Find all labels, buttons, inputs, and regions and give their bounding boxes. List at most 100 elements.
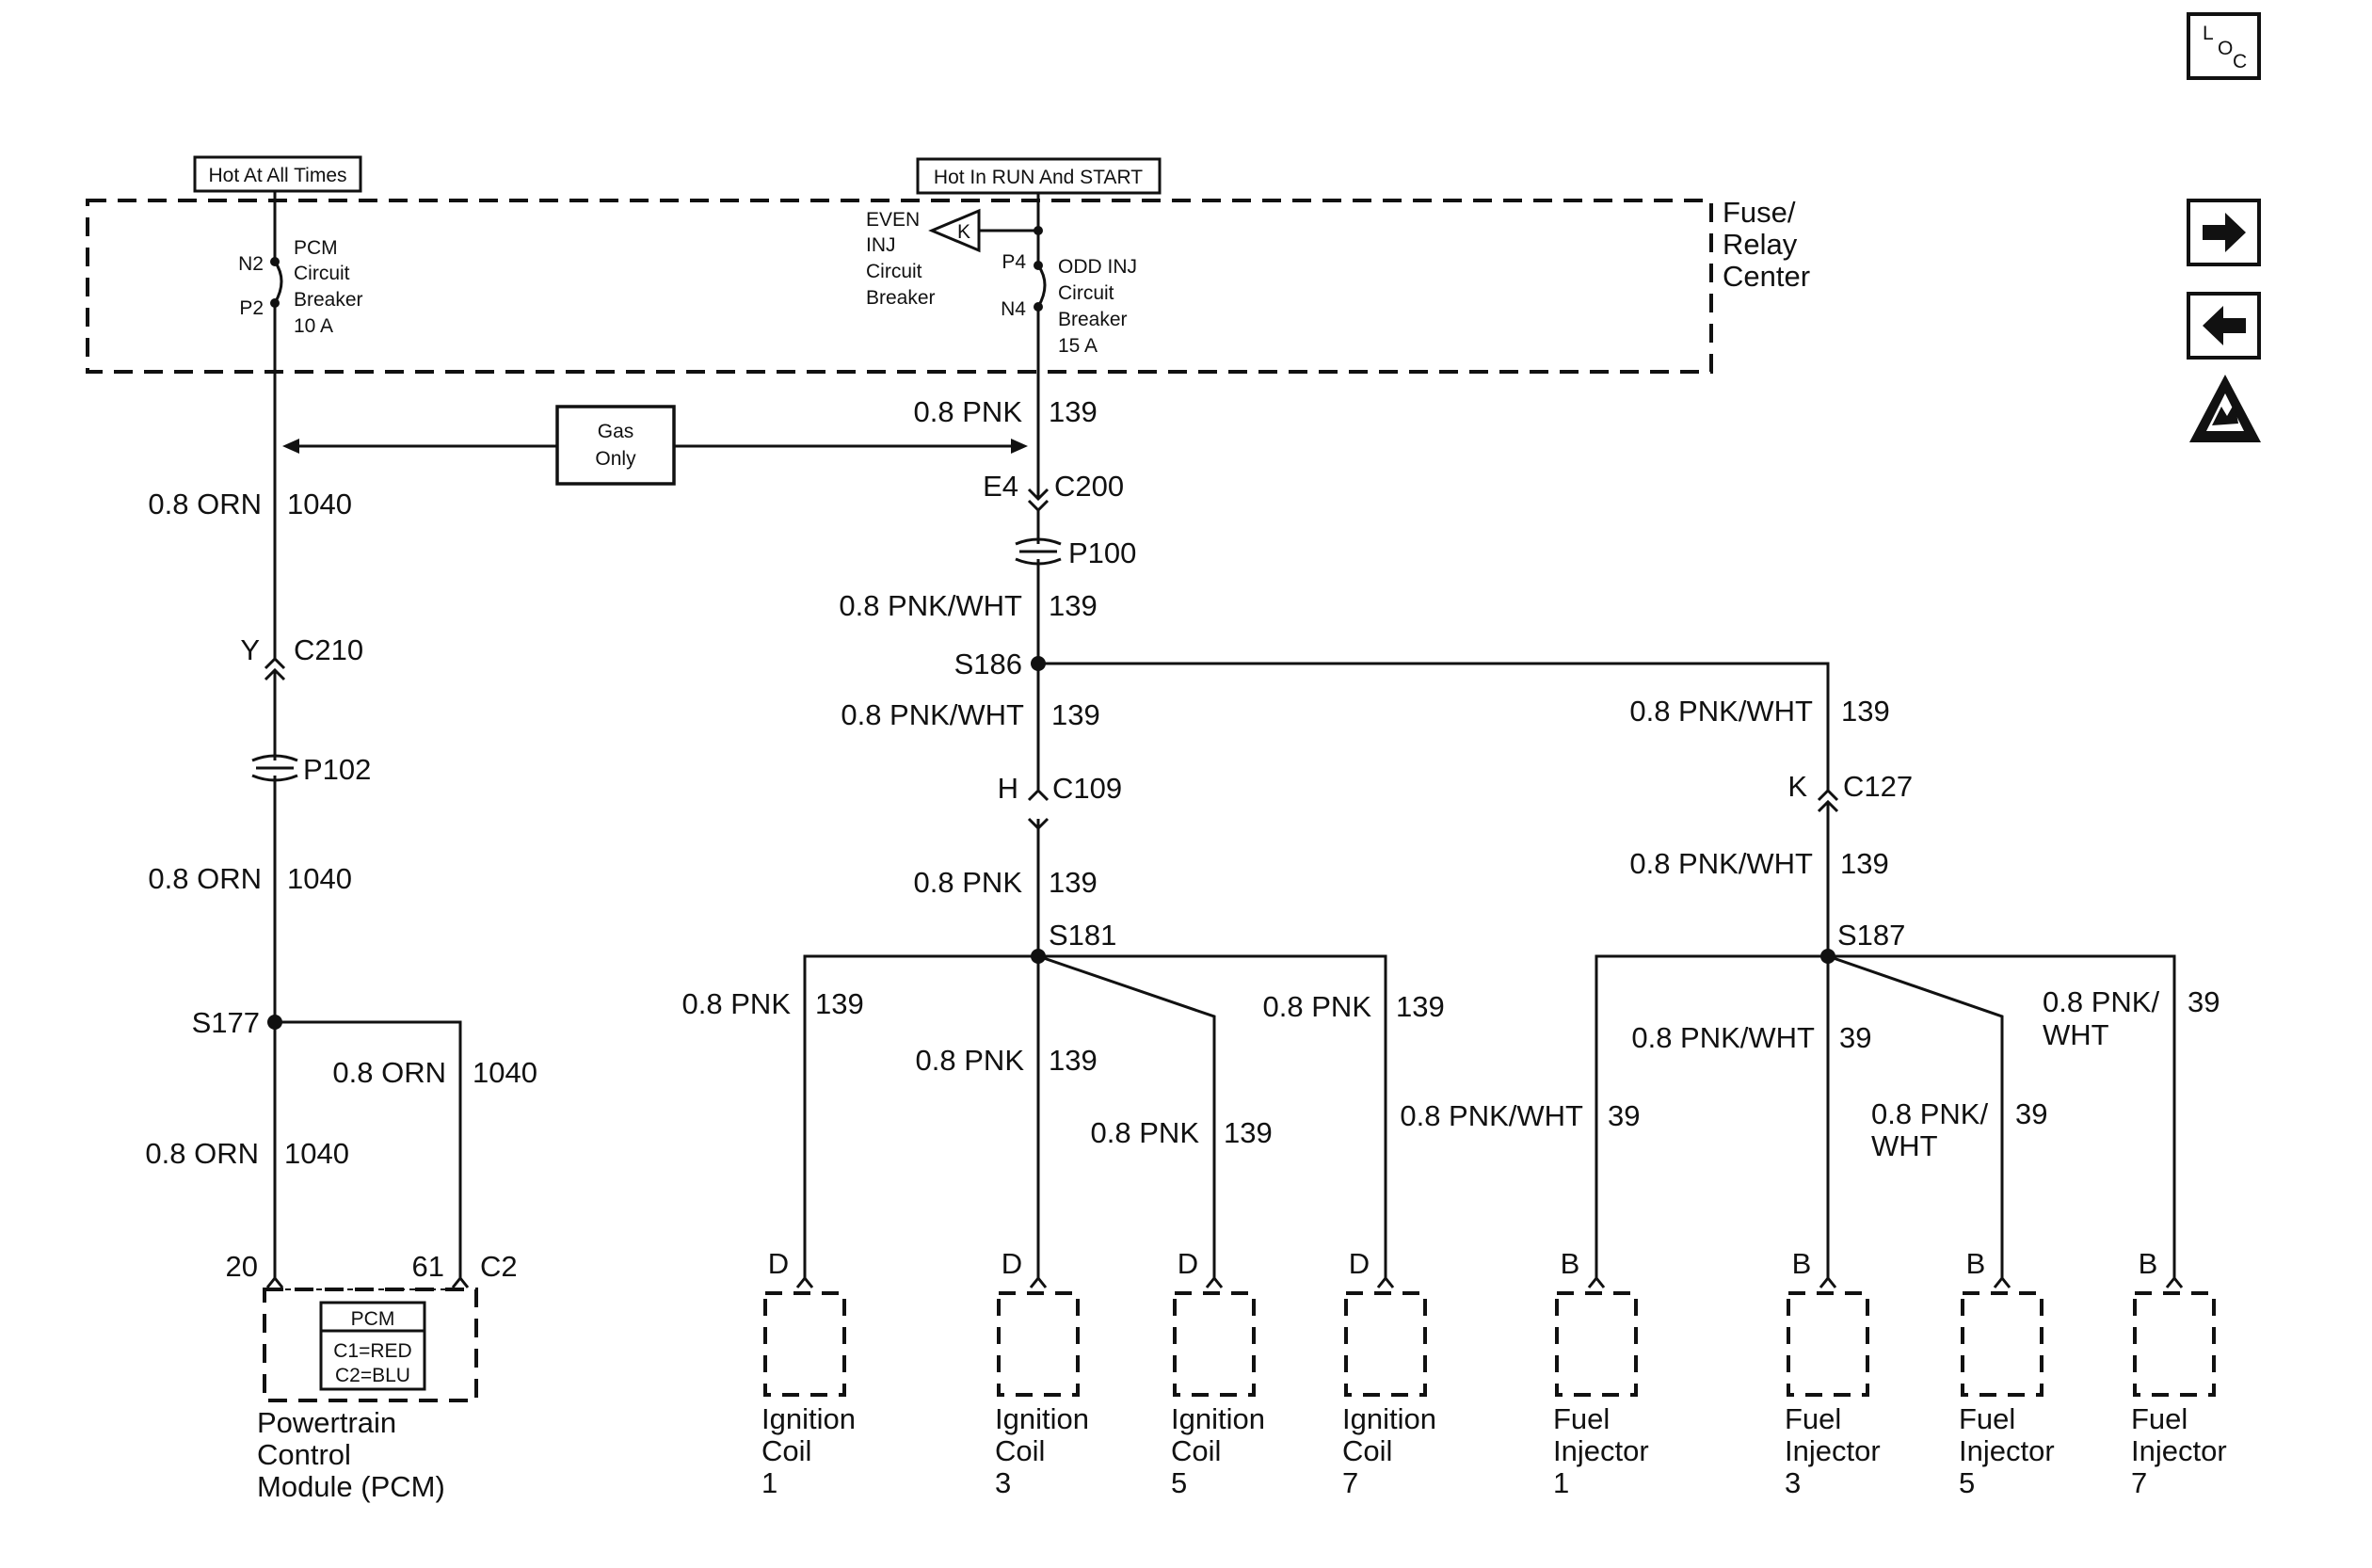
center-wire3-circuit: 139 (1051, 698, 1100, 731)
pcm-pin-61: 61 (412, 1250, 444, 1283)
ignition-coil-7-name-2: Coil (1342, 1434, 1392, 1467)
fuel-injector-1-name-3: 1 (1553, 1466, 1569, 1499)
fuel-injector-1-connector-symbol (1587, 1275, 1606, 1288)
fuel-injector-5-name-3: 5 (1959, 1466, 1975, 1499)
center-wire2-circuit: 139 (1049, 589, 1098, 622)
left-wire3-spec: 0.8 ORN (332, 1056, 446, 1089)
center-wire4-spec: 0.8 PNK (914, 866, 1023, 899)
gas-only-line-2: Only (595, 448, 636, 470)
c210-label: C210 (294, 633, 363, 666)
c109-pin: H (998, 772, 1018, 805)
ignition-coil-5-name-2: Coil (1171, 1434, 1221, 1467)
ignition-coil-1-name-3: 1 (761, 1466, 777, 1499)
fuel-injector-7-name-3: 7 (2131, 1466, 2147, 1499)
inj7-wire-spec-1: 0.8 PNK/ (2043, 985, 2159, 1018)
pcm-box-c2: C2=BLU (335, 1365, 410, 1386)
s177-label: S177 (192, 1006, 260, 1039)
center-wire1-circuit: 139 (1049, 395, 1098, 428)
gas-only-line-1: Gas (598, 421, 634, 442)
inj7-wire-spec-2: WHT (2043, 1018, 2109, 1051)
fuel-injector-1-pin: B (1561, 1247, 1580, 1280)
loc-icon-l: L (2203, 23, 2214, 44)
c109-label: C109 (1052, 772, 1122, 805)
odd-inj-line-4: 15 A (1058, 335, 1098, 357)
fuel-injector-3-connector-symbol (1819, 1275, 1837, 1288)
pcm-circuit-breaker-symbol (273, 261, 283, 304)
ignition-coil-5-name-1: Ignition (1171, 1402, 1265, 1435)
left-arrow-icon[interactable] (2187, 292, 2261, 360)
coil1-wire-spec: 0.8 PNK (682, 987, 792, 1020)
pin-n4: N4 (1001, 298, 1026, 320)
ignition-coil-1-box (763, 1291, 846, 1397)
ignition-coil-3-pin: D (1002, 1247, 1022, 1280)
inj7-circuit: 39 (2188, 985, 2220, 1018)
hot-in-run-start-text: Hot In RUN And START (934, 167, 1143, 188)
ignition-coil-7-connector-symbol (1376, 1275, 1395, 1288)
c200-label: C200 (1054, 470, 1124, 503)
left-wire2-spec: 0.8 ORN (148, 862, 262, 895)
fuel-injector-1-box (1555, 1291, 1638, 1397)
pcm-name-line-3: Module (PCM) (257, 1470, 445, 1503)
pcm-box-c1: C1=RED (333, 1340, 411, 1362)
fuse-relay-center-box (86, 199, 1713, 374)
ignition-coil-5-connector-symbol (1205, 1275, 1224, 1288)
ignition-coil-5-box (1173, 1291, 1256, 1397)
fuel-injector-7-pin: B (2139, 1247, 2158, 1280)
odd-inj-line-1: ODD INJ (1058, 256, 1137, 278)
left-wire3-circuit: 1040 (473, 1056, 537, 1089)
ignition-coil-7-box (1344, 1291, 1427, 1397)
coil7-circuit: 139 (1396, 990, 1445, 1023)
fuel-injector-5-pin: B (1966, 1247, 1986, 1280)
ignition-coil-1-connector-symbol (795, 1275, 814, 1288)
inj5-wire-spec-1: 0.8 PNK/ (1871, 1097, 1988, 1130)
coil5-circuit: 139 (1224, 1116, 1273, 1149)
inj1-wire-spec: 0.8 PNK/WHT (1400, 1099, 1583, 1132)
inj3-wire-spec: 0.8 PNK/WHT (1631, 1021, 1815, 1054)
right-wire1-circuit: 139 (1841, 695, 1890, 728)
odd-inj-circuit-breaker-symbol (1036, 264, 1047, 308)
pcm-legend-box: PCM C1=RED C2=BLU (319, 1301, 426, 1391)
ignition-coil-3-connector-symbol (1029, 1275, 1048, 1288)
pcm-box-title: PCM (351, 1308, 395, 1330)
center-wire3-spec: 0.8 PNK/WHT (841, 698, 1024, 731)
hot-at-all-times-text: Hot At All Times (208, 165, 346, 186)
ignition-coil-5-name-3: 5 (1171, 1466, 1187, 1499)
coil3-wire-spec: 0.8 PNK (916, 1044, 1025, 1077)
coil1-circuit: 139 (815, 987, 864, 1020)
ignition-coil-5-pin: D (1178, 1247, 1198, 1280)
even-inj-line-3: Circuit (866, 261, 922, 282)
pcm-name-line-2: Control (257, 1438, 351, 1471)
loc-icon-c: C (2233, 51, 2247, 72)
gas-only-box: Gas Only (555, 405, 676, 486)
relay-letter-k: K (957, 221, 970, 243)
inj1-circuit: 39 (1608, 1099, 1640, 1132)
c200-pin: E4 (983, 470, 1018, 503)
pin-p4: P4 (1002, 251, 1026, 273)
s186-label: S186 (954, 648, 1022, 680)
fuel-injector-7-name-1: Fuel (2131, 1402, 2188, 1435)
fuel-injector-5-name-1: Fuel (1959, 1402, 2015, 1435)
fuel-injector-7-connector-symbol (2165, 1275, 2184, 1288)
left-wire4-spec: 0.8 ORN (145, 1137, 259, 1170)
right-arrow-icon[interactable] (2187, 199, 2261, 266)
center-wire2-spec: 0.8 PNK/WHT (839, 589, 1022, 622)
s181-label: S181 (1049, 919, 1116, 952)
coil3-circuit: 139 (1049, 1044, 1098, 1077)
s187-label: S187 (1837, 919, 1905, 952)
ignition-coil-1-name-2: Coil (761, 1434, 811, 1467)
loc-icon[interactable]: L O C (2187, 12, 2261, 80)
ignition-coil-3-box (997, 1291, 1080, 1397)
even-inj-line-4: Breaker (866, 287, 936, 309)
fuel-injector-5-connector-symbol (1993, 1275, 2011, 1288)
ignition-coil-7-name-3: 7 (1342, 1466, 1358, 1499)
p100-label: P100 (1068, 536, 1136, 569)
